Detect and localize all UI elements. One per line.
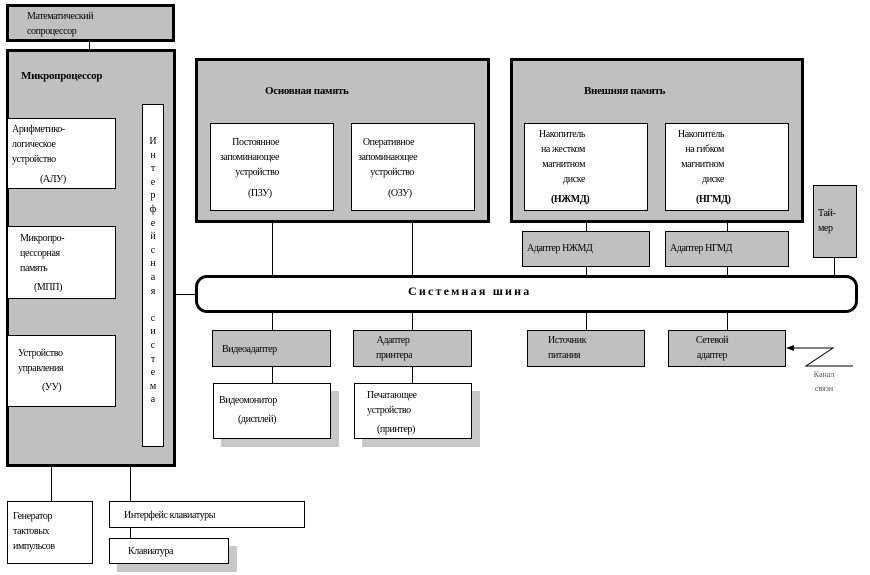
timer-label: Тай-мер	[818, 208, 836, 234]
video-monitor-link	[272, 366, 273, 383]
printer-link	[412, 366, 413, 383]
network-bus-link	[727, 312, 728, 330]
ram-bus-link	[412, 211, 413, 275]
printer: Печатающее устройство (принтер)	[354, 383, 472, 439]
clock-generator-link	[51, 466, 52, 501]
interface-system-letter: с	[150, 312, 156, 324]
hdd-block: Накопитель на жестком магнитном диске (Н…	[524, 123, 648, 211]
fdd-adapter-label: Адаптер НГМД	[670, 243, 733, 254]
interface-system-letter: ф	[149, 203, 157, 215]
interface-system-letter: р	[150, 190, 156, 202]
external-memory-title: Внешняя память	[584, 85, 666, 97]
uu-abbr: (УУ)	[42, 382, 62, 393]
uu-name: Устройство управления	[18, 348, 64, 374]
interface-system-letter: с	[150, 244, 156, 256]
interface-system-letter: с	[150, 339, 156, 351]
interface-system-letter: и	[150, 326, 156, 338]
network-adapter: Сетевой адаптер	[668, 330, 786, 367]
alu-name: Арифметико-логическое устройство	[12, 124, 65, 165]
keyboard-interface: Интерфейс клавиатуры	[109, 501, 305, 528]
interface-system-letter: т	[150, 163, 156, 175]
ram-abbr: (ОЗУ)	[388, 188, 412, 199]
interface-system-letter: н	[150, 149, 156, 161]
timer: Тай-мер	[813, 185, 857, 258]
printer-adapter-label: Адаптер принтера	[376, 335, 413, 361]
video-monitor: Видеомонитор (дисплей)	[213, 383, 331, 439]
fdd-abbr: (НГМД)	[696, 194, 731, 205]
video-monitor-name: Видеомонитор	[219, 395, 277, 406]
power-supply: Источник питания	[527, 330, 645, 367]
rom-abbr: (ПЗУ)	[248, 188, 272, 199]
hdd-name: Накопитель на жестком магнитном диске	[538, 129, 585, 185]
rom-bus-link	[272, 211, 273, 275]
hdd-adapter-label: Адаптер НЖМД	[527, 243, 593, 254]
interface-system-letter: И	[149, 136, 157, 147]
comm-channel-label: Канал связи	[813, 370, 835, 393]
system-bus-label: Системная шина	[408, 284, 532, 298]
system-bus: Системная шина	[195, 275, 858, 313]
keyboard-interface-label: Интерфейс клавиатуры	[124, 510, 216, 521]
ram-block: Оперативное запоминающее устройство (ОЗУ…	[351, 123, 475, 211]
math-coprocessor: Математический сопроцессор	[6, 4, 175, 42]
timer-bus-link	[834, 257, 835, 275]
video-adapter-bus-link	[272, 312, 273, 330]
rom-name: Постоянное запоминающее устройство	[219, 137, 280, 178]
printer-name: Печатающее устройство	[367, 390, 417, 416]
keyboard-label: Клавиатура	[128, 546, 174, 557]
keyboard: Клавиатура	[109, 538, 229, 564]
power-supply-label: Источник питания	[548, 335, 587, 361]
interface-system-letter: е	[150, 176, 156, 188]
clock-generator: Генератор тактовых импульсов	[7, 501, 93, 564]
interface-system-letter: й	[150, 231, 156, 243]
mpp-block: Микропро-цессорная память (МПП)	[7, 226, 116, 299]
uu-block: Устройство управления (УУ)	[7, 335, 116, 407]
keyboard-link	[130, 528, 131, 538]
mpp-abbr: (МПП)	[34, 282, 62, 293]
microprocessor-bus-link	[175, 294, 197, 295]
alu-abbr: (АЛУ)	[40, 174, 66, 185]
keyboard-interface-link	[130, 466, 131, 501]
fdd-name: Накопитель на гибком магнитном диске	[677, 129, 724, 185]
fdd-block: Накопитель на гибком магнитном диске (НГ…	[665, 123, 789, 211]
rom-block: Постоянное запоминающее устройство (ПЗУ)	[210, 123, 334, 211]
video-adapter-label: Видеоадаптер	[222, 344, 277, 355]
coprocessor-link	[89, 41, 90, 50]
interface-system-letter	[143, 298, 163, 312]
interface-system-letter: а	[150, 394, 156, 406]
printer-adapter: Адаптер принтера	[353, 330, 472, 367]
interface-system-letter: т	[150, 353, 156, 365]
printer-adapter-bus-link	[412, 312, 413, 330]
math-coprocessor-label: Математический сопроцессор	[27, 11, 94, 37]
interface-system-letter: м	[149, 380, 157, 392]
hdd-abbr: (НЖМД)	[551, 194, 590, 205]
network-adapter-label: Сетевой адаптер	[695, 335, 729, 361]
hdd-adapter: Адаптер НЖМД	[522, 231, 650, 267]
ram-name: Оперативное запоминающее устройство	[358, 137, 418, 178]
fdd-adapter-bus-link	[727, 266, 728, 275]
interface-system-letter: е	[150, 367, 156, 379]
interface-system-letter: е	[150, 217, 156, 229]
mpp-name: Микропро-цессорная память	[20, 233, 65, 274]
power-bus-link	[586, 312, 587, 330]
main-memory-title: Основная память	[265, 85, 349, 97]
fdd-adapter: Адаптер НГМД	[665, 231, 789, 267]
clock-generator-label: Генератор тактовых импульсов	[13, 511, 55, 552]
hdd-adapter-bus-link	[586, 266, 587, 275]
interface-system-letter: я	[150, 285, 156, 297]
video-monitor-note: (дисплей)	[238, 414, 277, 425]
video-adapter: Видеоадаптер	[212, 330, 331, 367]
interface-system-letter: н	[150, 258, 156, 270]
printer-note: (принтер)	[377, 424, 415, 435]
interface-system-letter: а	[150, 271, 156, 283]
microprocessor-title: Микропроцессор	[21, 70, 103, 82]
alu-block: Арифметико-логическое устройство (АЛУ)	[7, 118, 116, 189]
